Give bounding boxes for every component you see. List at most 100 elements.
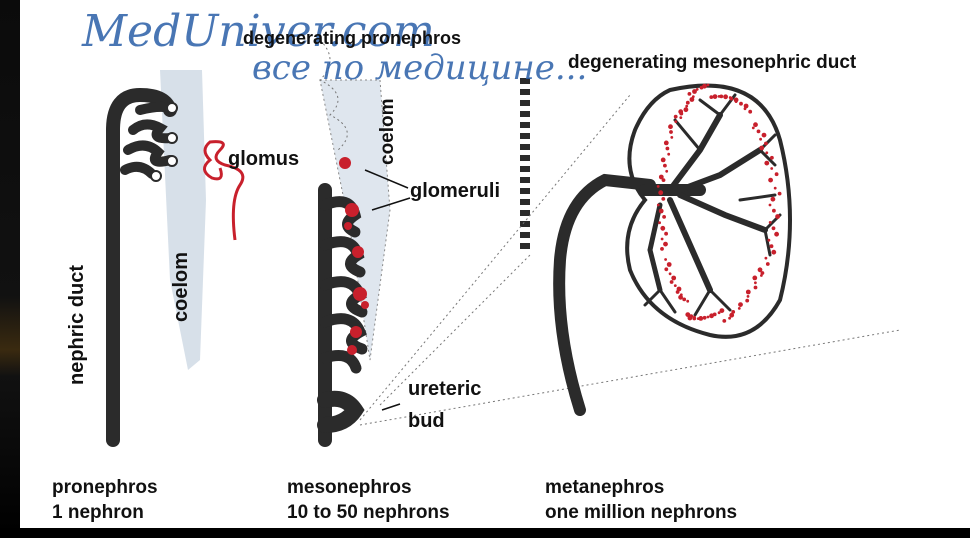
kidney-glomerulus-dot [670, 136, 673, 139]
kidney-glomerulus-dot [775, 172, 779, 176]
kidney-glomerulus-dot [668, 124, 673, 129]
label-bud: bud [408, 410, 445, 433]
kidney-glomerulus-dot [738, 307, 741, 310]
kidney-glomerulus-dot [685, 312, 690, 317]
kidney-glomerulus-dot [679, 116, 682, 119]
kidney-glomerulus-dot [658, 221, 661, 224]
kidney-glomerulus-dot [709, 313, 714, 318]
caption-pronephros-title: pronephros [52, 475, 158, 500]
kidney-glomerulus-dot [722, 319, 726, 323]
kidney-glomerulus-dot [774, 232, 779, 237]
mesonephros-structure [325, 190, 362, 440]
bottom-edge [0, 528, 970, 538]
kidney-glomerulus-dot [674, 120, 677, 123]
kidney-glomerulus-dot [664, 267, 668, 271]
kidney-glomerulus-dot [702, 84, 707, 89]
kidney-glomerulus-dot [759, 138, 762, 141]
caption-mesonephros-title: mesonephros [287, 475, 450, 500]
kidney-glomerulus-dot [774, 187, 777, 190]
kidney-glomerulus-dot [769, 204, 772, 207]
kidney-glomerulus-dot [744, 107, 747, 110]
kidney-glomerulus-dot [686, 300, 689, 303]
kidney-glomerulus-dot [669, 130, 673, 134]
kidney-glomerulus-dot [665, 170, 668, 173]
kidney-glomerulus-dot [685, 105, 688, 108]
kidney-glomerulus-dot [752, 276, 757, 281]
label-nephric-duct: nephric duct [66, 265, 89, 385]
kidney-glomerulus-dot [771, 250, 776, 255]
kidney-glomerulus-dot [693, 316, 696, 319]
kidney-glomerulus-dot [677, 287, 682, 292]
kidney-glomerulus-dot [746, 290, 751, 295]
label-glomeruli: glomeruli [410, 180, 500, 203]
kidney-glomerulus-dot [660, 226, 665, 231]
kidney-glomerulus-dot [754, 281, 757, 284]
label-degenerating-mesonephric-duct: degenerating mesonephric duct [568, 52, 856, 74]
kidney-glomerulus-dot [659, 175, 664, 180]
kidney-glomerulus-dot [664, 258, 667, 261]
kidney-glomerulus-dot [735, 100, 738, 103]
kidney-glomerulus-dot [660, 247, 664, 251]
kidney-glomerulus-dot [697, 317, 700, 320]
kidney-glomerulus-dot [661, 158, 666, 163]
kidney-glomerulus-dot [747, 295, 750, 298]
kidney-glomerulus-dot [667, 262, 672, 267]
kidney-glomerulus-dot [770, 244, 774, 248]
kidney-glomerulus-dot [775, 214, 780, 219]
kidney-glomerulus-dot [696, 88, 699, 91]
kidney-glomerulus-dot [762, 133, 767, 138]
kidney-glomerulus-dot [719, 95, 723, 99]
kidney-glomerulus-dot [663, 164, 667, 168]
kidney-glomerulus-dot [662, 215, 666, 219]
watermark-subtitle: все по медицине... [252, 48, 587, 88]
kidney-glomerulus-dot [729, 97, 733, 101]
kidney-glomerulus-dot [657, 185, 660, 188]
kidney-glomerulus-dot [664, 232, 668, 236]
kidney-glomerulus-dot [663, 242, 668, 247]
label-ureteric: ureteric [408, 378, 481, 401]
kidney-glomerulus-dot [684, 107, 689, 112]
kidney-glomerulus-dot [686, 101, 690, 105]
kidney-glomerulus-dot [754, 286, 758, 290]
kidney-glomerulus-dot [674, 284, 677, 287]
kidney-glomerulus-dot [769, 221, 772, 224]
kidney-glomerulus-dot [679, 112, 683, 116]
pronephros-structure [113, 95, 170, 440]
pronephric-tubule-1 [140, 107, 170, 110]
pronephric-tubule-4 [125, 167, 152, 174]
kidney-glomerulus-dot [718, 311, 721, 314]
pronephric-tubule-3 [128, 145, 170, 161]
kidney-glomerulus-dot [759, 146, 764, 151]
kidney-glomerulus-dot [738, 302, 743, 307]
kidney-glomerulus-dot [713, 94, 718, 99]
kidney-glomerulus-dot [671, 276, 676, 281]
kidney-glomerulus-dot [778, 192, 782, 196]
kidney-glomerulus-dot [739, 102, 743, 106]
kidney-glomerulus-dot [707, 316, 710, 319]
kidney-glomerulus-dot [661, 238, 664, 241]
caption-metanephros-title: metanephros [545, 475, 737, 500]
kidney-glomerulus-dot [772, 226, 776, 230]
kidney-glomerulus-dot [670, 280, 674, 284]
kidney-glomerulus-dot [728, 317, 731, 320]
kidney-glomerulus-dot [723, 94, 728, 99]
kidney-glomerulus-dot [666, 147, 670, 151]
kidney-glomerulus-dot [669, 272, 672, 275]
caption-pronephros: pronephros 1 nephron [52, 475, 158, 525]
kidney-glomerulus-dot [674, 115, 678, 119]
kidney-glomerulus-dot [752, 127, 755, 130]
kidney-glomerulus-dot [707, 84, 710, 87]
kidney-glomerulus-dot [771, 197, 776, 202]
caption-metanephros-count: one million nephrons [545, 500, 737, 525]
kidney-glomerulus-dot [657, 204, 660, 207]
kidney-glomerulus-dot [770, 156, 774, 160]
kidney-glomerulus-dot [692, 95, 695, 98]
kidney-glomerulus-dot [768, 178, 773, 183]
kidney-glomerulus-dot [661, 197, 665, 201]
kidney-glomerulus-dot [757, 130, 761, 134]
kidney-glomerulus-dot [764, 142, 768, 146]
kidney-glomerulus-dot [658, 190, 663, 195]
kidney-glomerulus-dot [664, 141, 669, 146]
kidney-glomerulus-dot [745, 299, 749, 303]
